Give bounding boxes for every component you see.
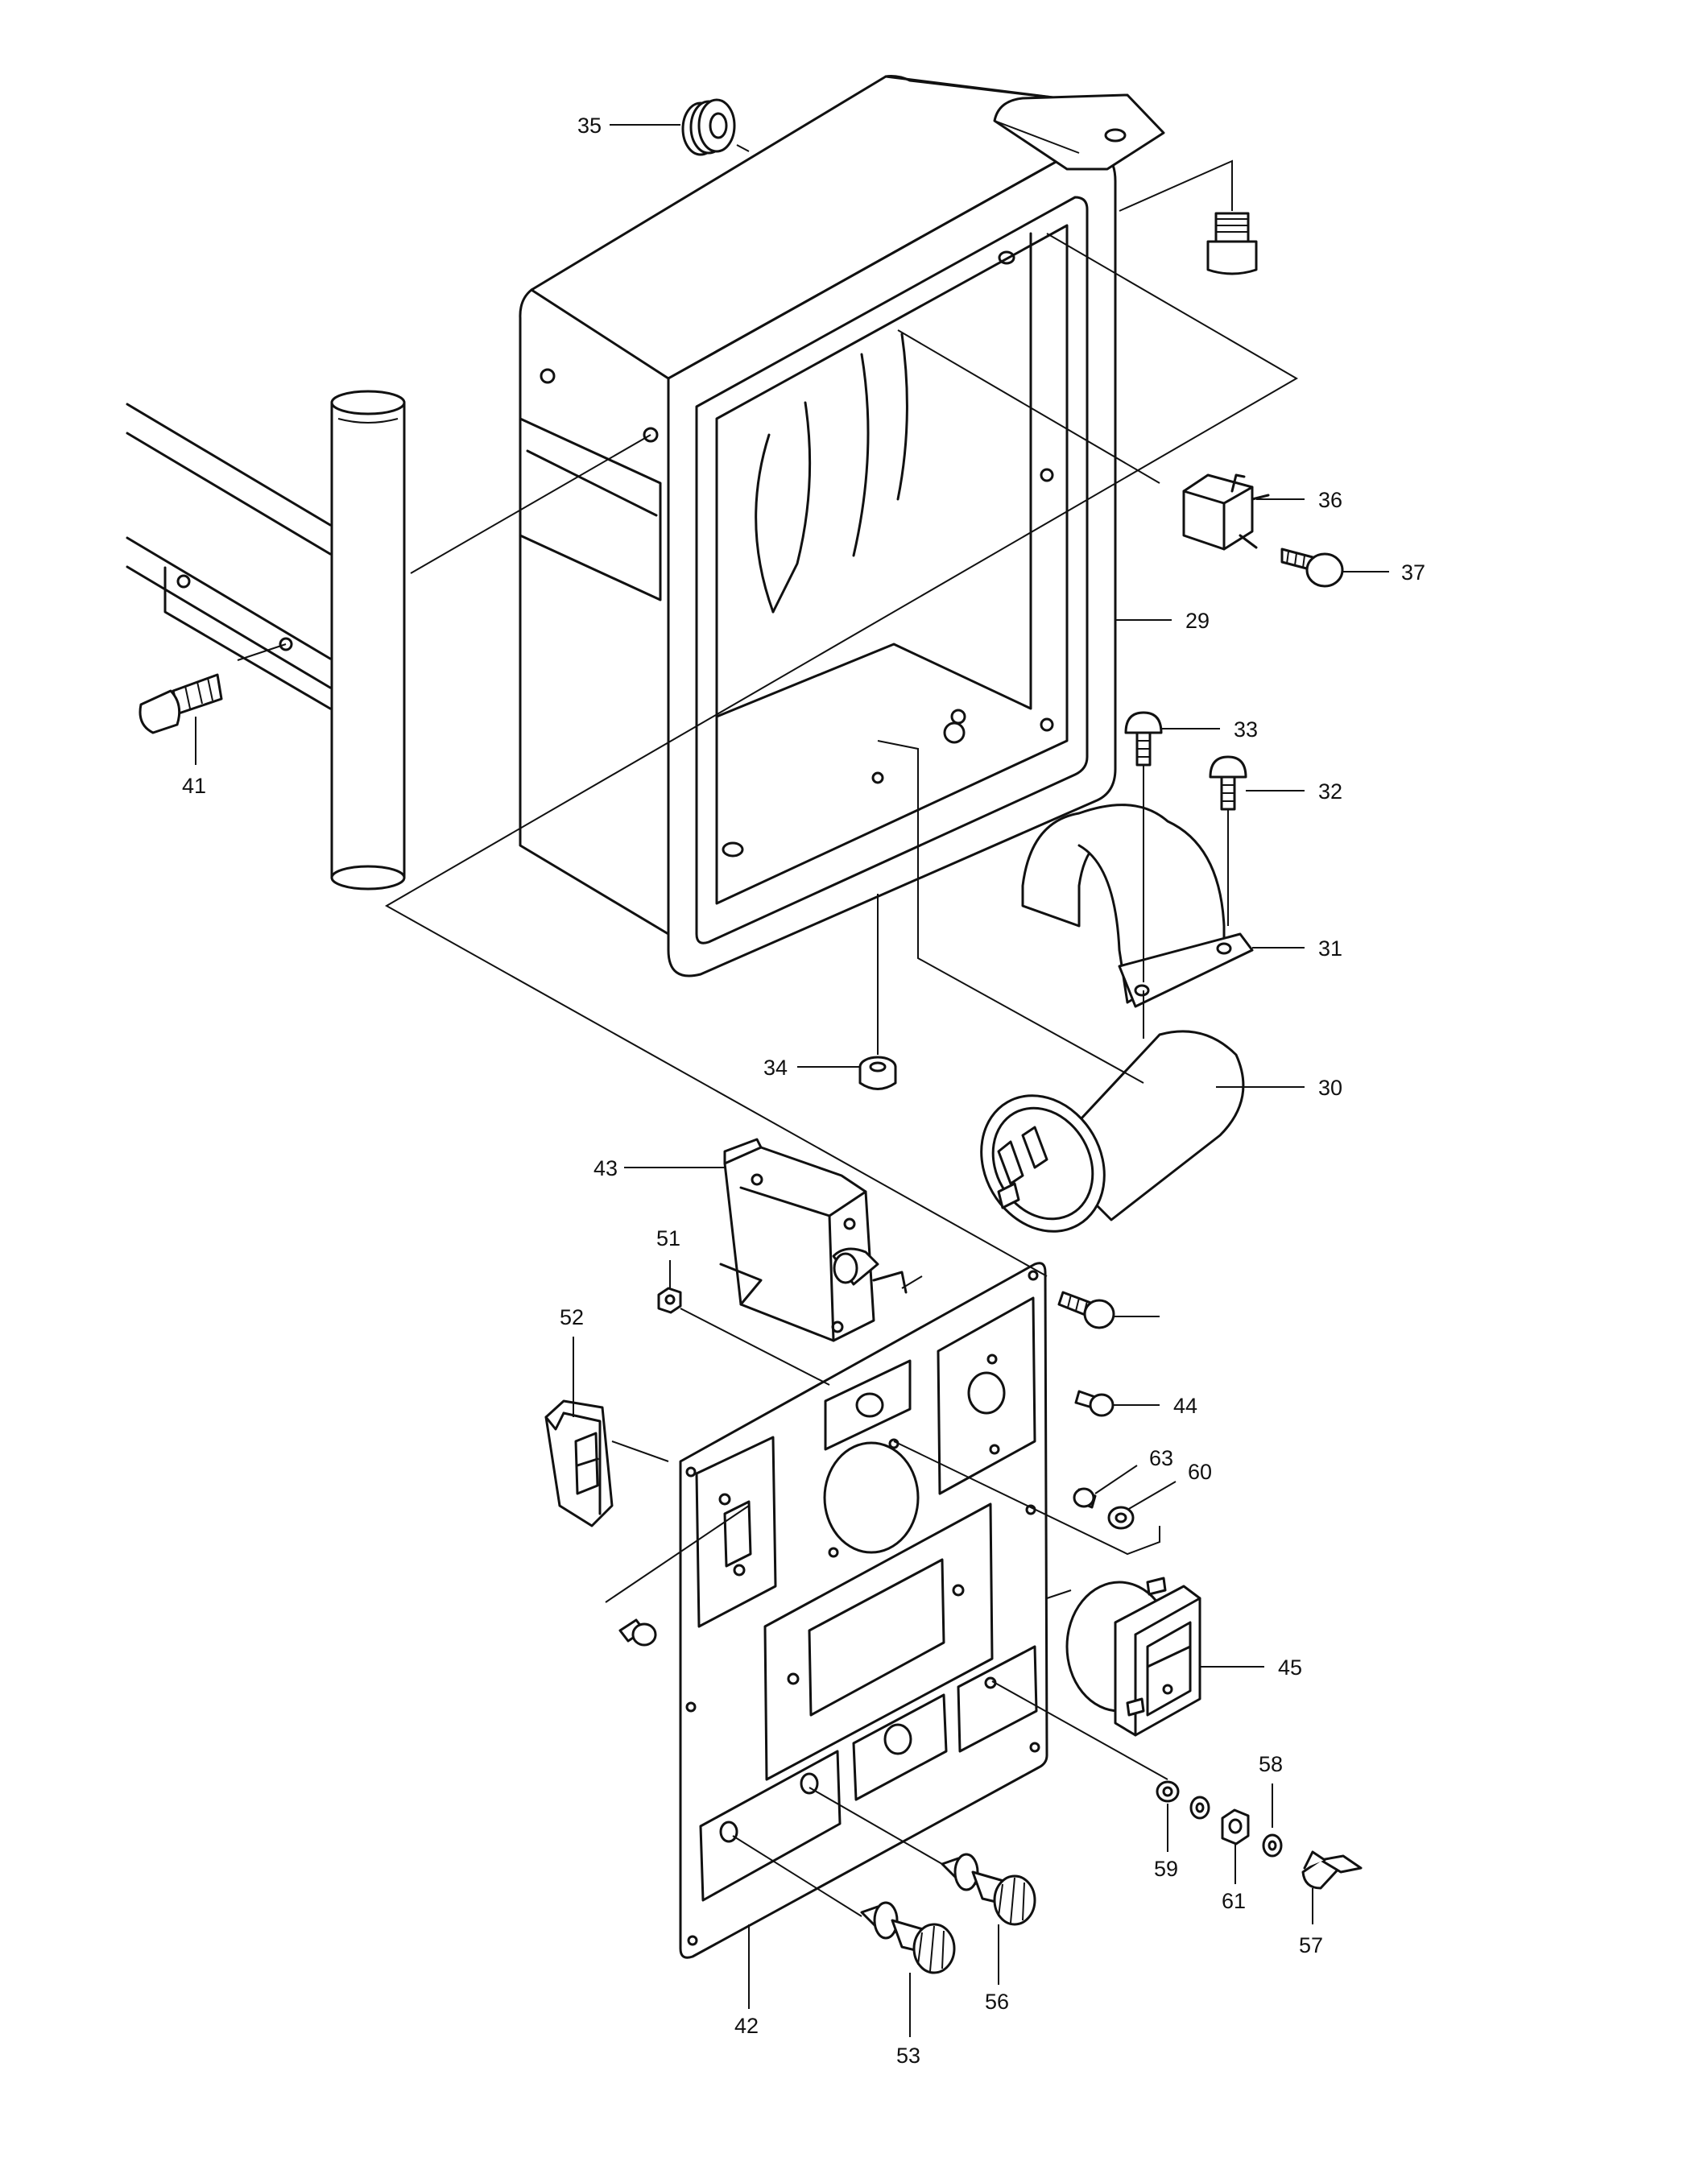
control-panel-41 — [679, 1262, 1048, 1959]
callout-45: 51 — [656, 1226, 680, 1250]
terminal-52 — [860, 1901, 956, 1974]
callout-60: 61 — [1222, 1889, 1246, 1913]
nut-45 — [657, 1287, 682, 1314]
lock-washer-59 — [1107, 1506, 1135, 1530]
wing-bolt-56 — [1301, 1850, 1363, 1890]
callout-43: 44 — [1173, 1394, 1197, 1418]
screw-37 — [1280, 548, 1344, 588]
rocker-switch-51 — [544, 1399, 614, 1527]
washer-small — [1189, 1796, 1210, 1820]
terminal-53 — [941, 1853, 1036, 1926]
callout-42: 43 — [593, 1156, 618, 1180]
callout-52: 53 — [896, 2044, 920, 2068]
spacer-34 — [858, 1056, 897, 1090]
callout-39: 41 — [182, 774, 206, 798]
callout-57: 58 — [1259, 1752, 1283, 1776]
screw-61 — [1073, 1487, 1097, 1509]
screw-63 — [1057, 1291, 1115, 1329]
callout-labels: 35 36 37 29 33 32 41 31 34 30 43 51 52 4… — [182, 114, 1425, 2068]
callout-51: 52 — [560, 1305, 584, 1329]
callout-32: 32 — [1318, 779, 1342, 804]
capacitor-bracket-31 — [1021, 804, 1254, 1008]
callout-41: 42 — [734, 2014, 759, 2038]
screw-33 — [1124, 711, 1163, 767]
callout-61: 63 — [1149, 1446, 1173, 1470]
callout-leaders — [195, 124, 1389, 2037]
screw-32 — [1209, 755, 1247, 811]
capacitor-30 — [980, 1030, 1245, 1233]
callout-29: 29 — [1185, 609, 1210, 633]
callout-58: 59 — [1154, 1857, 1178, 1881]
circuit-breaker-42 — [719, 1138, 908, 1342]
callout-53: 56 — [985, 1990, 1009, 2014]
callout-34: 34 — [763, 1056, 788, 1080]
screw-panel-left — [618, 1618, 657, 1647]
bolt-top-right — [1119, 159, 1258, 275]
frame-rail — [126, 403, 332, 710]
callout-30: 30 — [1318, 1076, 1342, 1100]
assembly-lines — [237, 233, 1298, 1917]
frame-tube — [330, 390, 406, 891]
callout-35: 35 — [577, 114, 602, 138]
nut-60 — [1221, 1808, 1250, 1845]
callout-44: 45 — [1278, 1655, 1302, 1680]
callout-56: 57 — [1299, 1933, 1323, 1957]
control-box-housing — [519, 75, 1165, 977]
grommet-35 — [681, 98, 750, 156]
switch-36 — [1182, 473, 1270, 551]
callout-37: 37 — [1401, 560, 1425, 585]
screw-43 — [1074, 1390, 1115, 1417]
callout-33: 33 — [1234, 717, 1258, 742]
washer-57 — [1262, 1833, 1283, 1858]
bolt-39 — [139, 673, 223, 734]
callout-59: 60 — [1188, 1460, 1212, 1484]
washer-58 — [1156, 1780, 1180, 1803]
callout-31: 31 — [1318, 936, 1342, 961]
callout-36: 36 — [1318, 488, 1342, 512]
meter-44 — [1065, 1577, 1201, 1737]
